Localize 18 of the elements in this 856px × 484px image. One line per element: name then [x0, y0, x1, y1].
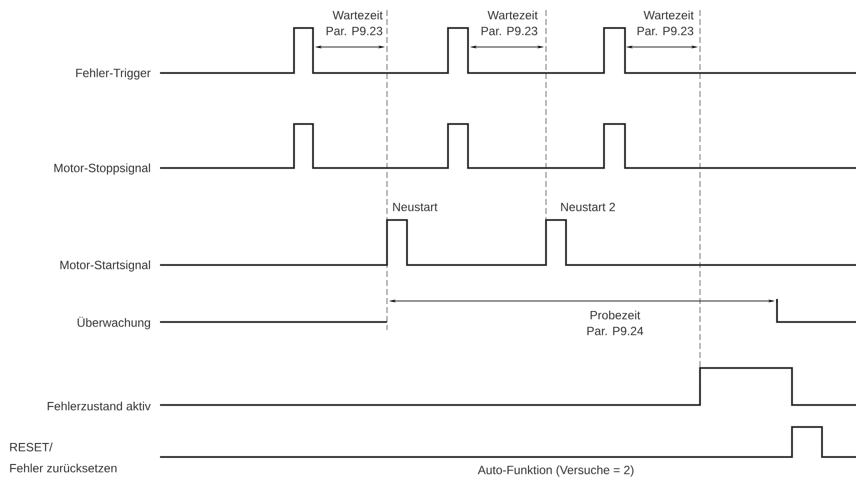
- signal-label: Wartezeit: [488, 10, 538, 20]
- signal-label: Auto-Funktion (Versuche = 2): [478, 465, 634, 477]
- signal-label: Probezeit: [590, 310, 640, 320]
- signal-label: Par. P9.23: [326, 26, 382, 36]
- signal-label: Wartezeit: [332, 10, 383, 20]
- signal-label: Motor-Startsignal: [60, 260, 150, 272]
- signal-label: Neustart: [393, 202, 438, 212]
- signal-label: Par. P9.23: [638, 26, 694, 36]
- signal-label: RESET/: [10, 442, 53, 452]
- signal-label: Fehler-Trigger: [76, 68, 151, 80]
- signal-label: Fehlerzustand aktiv: [48, 402, 151, 410]
- signal-label: Par. P9.23: [482, 26, 538, 36]
- signal-label: Überwachung: [78, 316, 150, 330]
- signal-label: Motor-Stoppsignal: [54, 163, 150, 175]
- signal-label: Fehler zurücksetzen: [10, 464, 116, 472]
- signal-label: Par. P9.24: [587, 326, 644, 336]
- signal-label: Wartezeit: [644, 10, 694, 20]
- signal-label: Neustart 2: [561, 202, 615, 212]
